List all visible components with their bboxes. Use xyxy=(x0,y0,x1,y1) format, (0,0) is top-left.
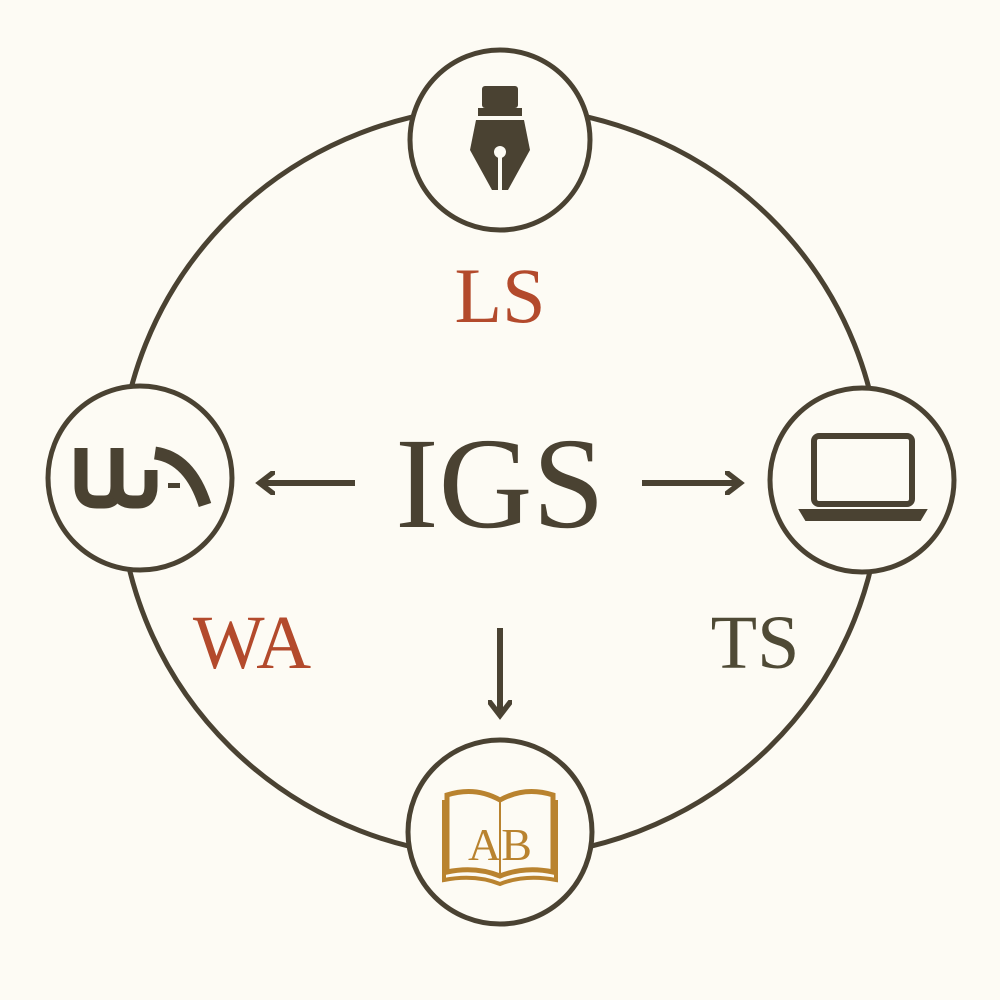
fountain-pen-icon xyxy=(470,86,530,190)
node-bottom: AB xyxy=(405,737,595,927)
node-right xyxy=(767,385,957,575)
node-left xyxy=(45,383,235,573)
label-ls: LS xyxy=(454,252,545,339)
laptop-icon xyxy=(798,433,928,521)
wa-logo-icon xyxy=(74,446,212,509)
label-wa: WA xyxy=(193,601,311,685)
open-book-icon xyxy=(442,788,558,887)
center-label-igs: IGS xyxy=(395,412,604,556)
node-top xyxy=(407,47,593,233)
book-text: AB xyxy=(468,819,532,870)
label-ts: TS xyxy=(711,601,800,685)
